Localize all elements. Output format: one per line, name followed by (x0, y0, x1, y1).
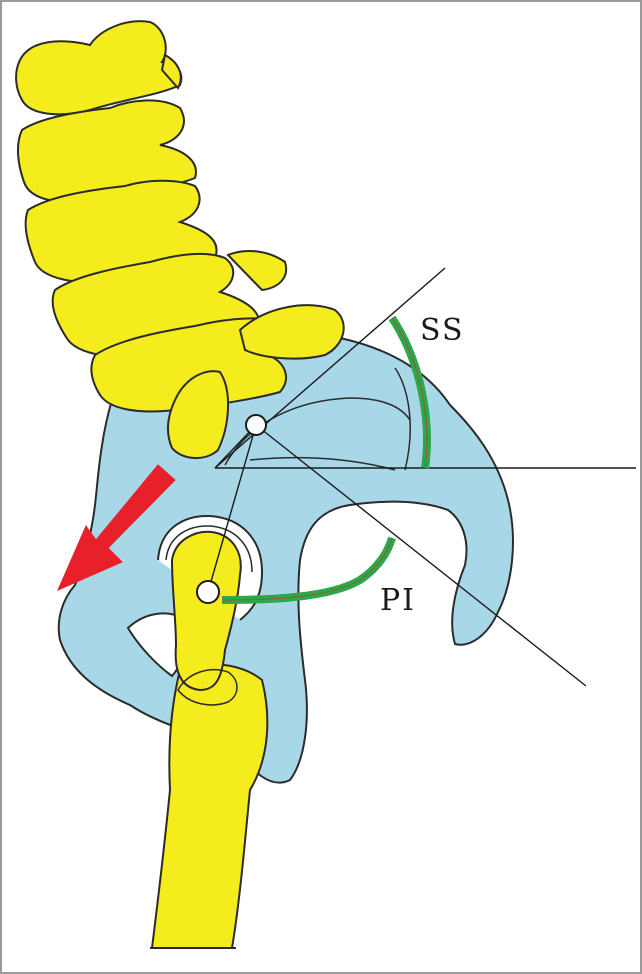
ss-label: SS (420, 313, 465, 348)
sacral-endplate-center (246, 415, 266, 435)
spinous-process-4 (228, 251, 286, 290)
femoral-head-center (197, 581, 219, 603)
pi-label: PI (380, 583, 416, 618)
